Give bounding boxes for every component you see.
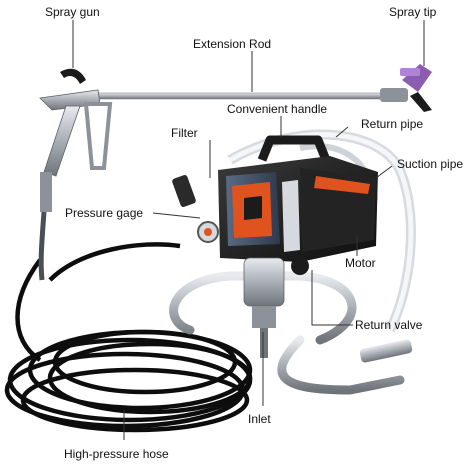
- label-high-pressure-hose: High-pressure hose: [64, 447, 169, 461]
- leader-lines: [72, 20, 425, 440]
- label-convenient-handle: Convenient handle: [227, 102, 328, 116]
- label-return-valve: Return valve: [355, 318, 423, 332]
- label-extension-rod: Extension Rod: [193, 37, 272, 51]
- label-spray-tip: Spray tip: [389, 5, 437, 19]
- label-inlet: Inlet: [248, 412, 271, 426]
- label-return-pipe: Return pipe: [361, 117, 424, 131]
- motor-body-shape: [218, 156, 378, 262]
- convenient-handle-shape: [257, 135, 331, 162]
- spray-tip-shape: [380, 64, 432, 112]
- high-pressure-hose-shape: [4, 242, 253, 433]
- label-motor: Motor: [345, 256, 376, 270]
- spray-gun-shape: [38, 68, 113, 281]
- label-pressure-gage: Pressure gage: [65, 206, 144, 220]
- label-filter: Filter: [171, 126, 198, 140]
- label-suction-pipe: Suction pipe: [397, 157, 464, 171]
- pump-shape: [243, 257, 309, 358]
- stand-frame-shape: [169, 271, 405, 395]
- label-spray-gun: Spray gun: [45, 5, 100, 19]
- extension-rod-shape: [94, 92, 396, 100]
- filter-shape: [172, 175, 219, 243]
